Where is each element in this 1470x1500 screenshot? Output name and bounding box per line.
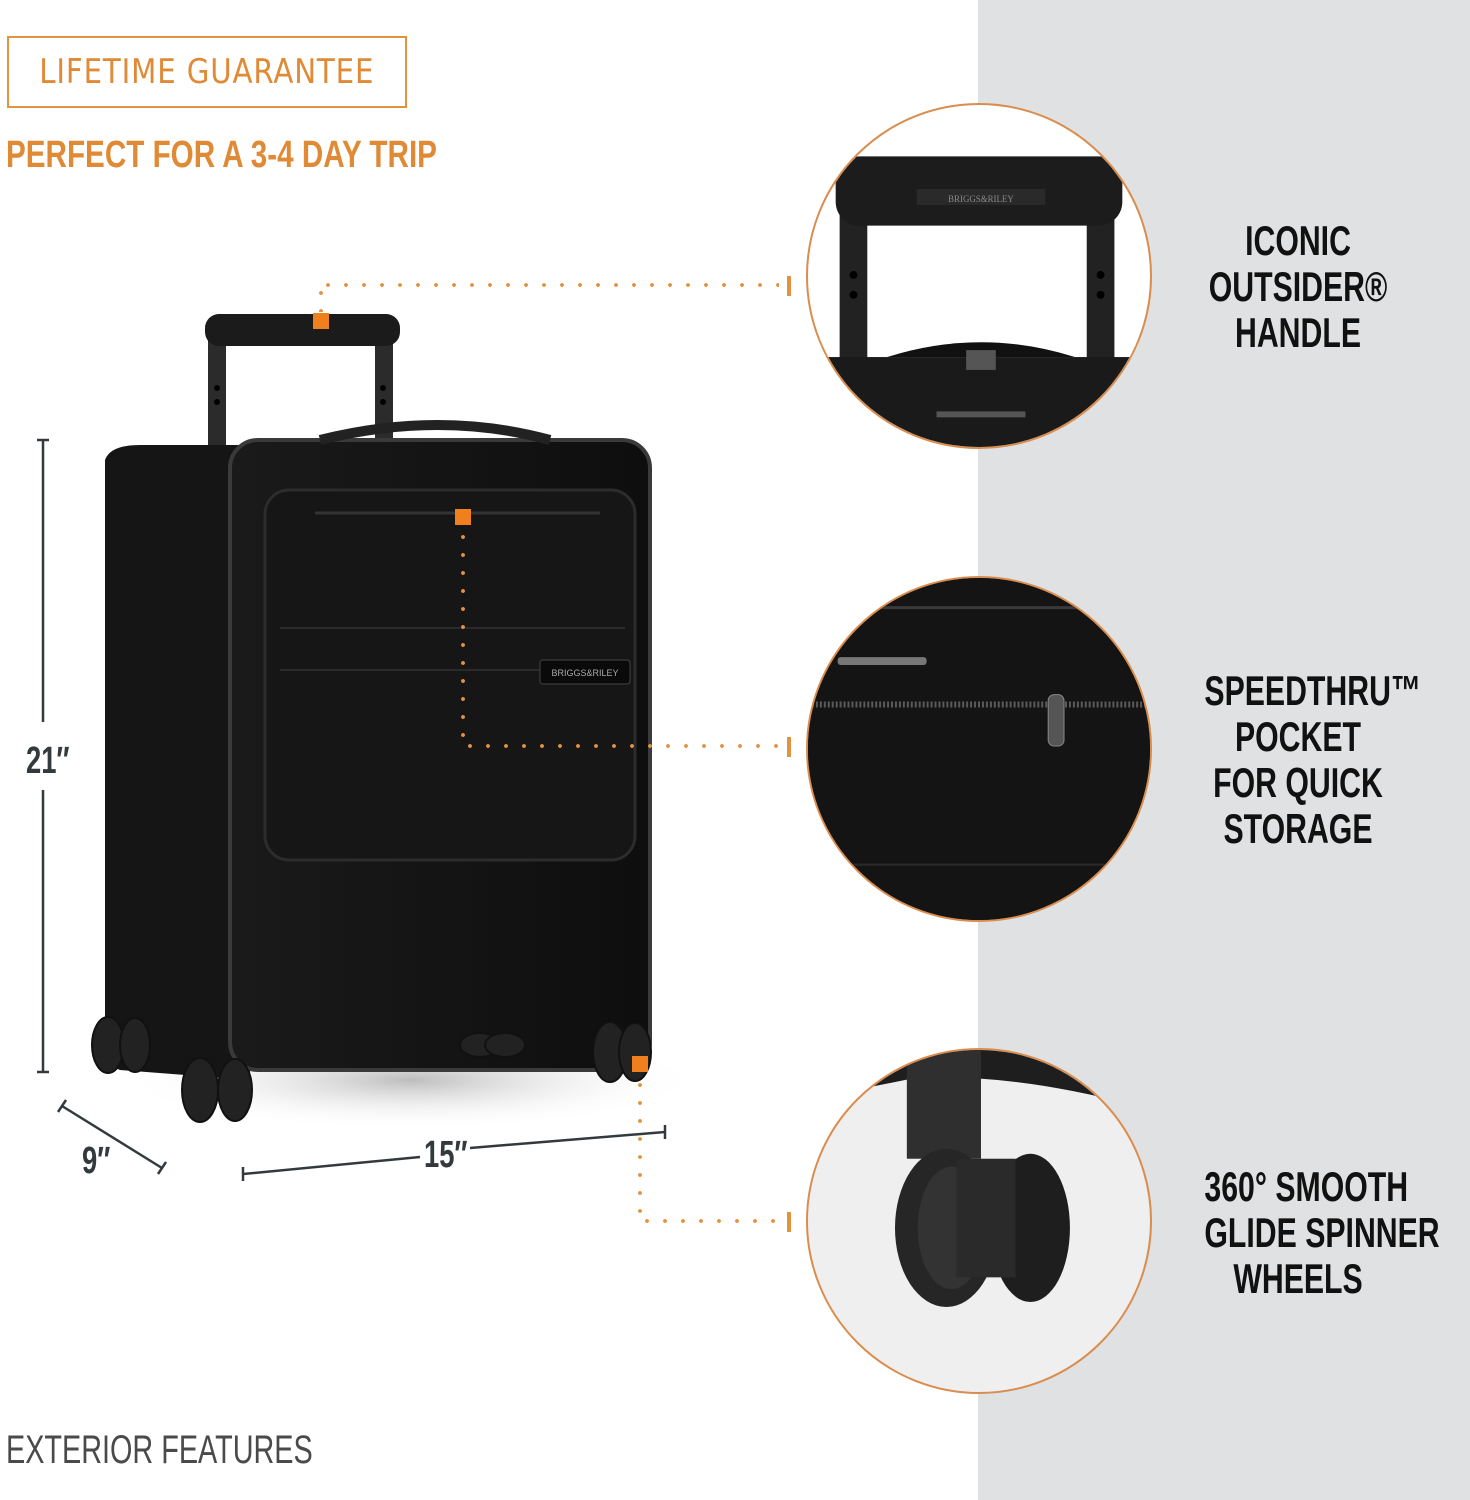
handle-connector-horizontal — [319, 283, 779, 287]
brand-tag: BRIGGS&RILEY — [551, 668, 618, 678]
svg-text:BRIGGS&RILEY: BRIGGS&RILEY — [948, 194, 1014, 204]
spinner-wheel-icon — [808, 1050, 1150, 1307]
lifetime-guarantee-badge: LIFETIME GUARANTEE — [7, 36, 407, 108]
pocket-connector-vertical — [461, 528, 465, 744]
depth-dimension: 9″ — [82, 1140, 111, 1182]
zipper-pocket-icon — [808, 578, 1150, 920]
telescoping-handle-icon: BRIGGS&RILEY — [808, 156, 1150, 447]
handle-connector-vertical — [319, 284, 323, 312]
feature-label-pocket: SPEEDTHRU™ POCKET FOR QUICK STORAGE — [1204, 667, 1422, 852]
handle-detail-circle: BRIGGS&RILEY — [806, 103, 1152, 449]
suitcase-image: BRIGGS&RILEY — [91, 314, 680, 1130]
pocket-connector-horizontal — [461, 744, 781, 748]
wheel-marker — [632, 1056, 648, 1072]
wheel-connector-horizontal — [638, 1219, 781, 1223]
wheel-detail-circle — [806, 1048, 1152, 1394]
feature-label-handle: ICONIC OUTSIDER® HANDLE — [1208, 217, 1388, 356]
wheel-connector-vertical — [638, 1076, 642, 1222]
guarantee-text: LIFETIME GUARANTEE — [39, 52, 375, 92]
pocket-detail-circle — [806, 576, 1152, 922]
wheel-connector-end — [787, 1212, 791, 1232]
handle-marker — [313, 313, 329, 329]
pocket-connector-end — [787, 737, 791, 757]
section-title: EXTERIOR FEATURES — [6, 1428, 313, 1472]
handle-connector-end — [787, 276, 791, 296]
feature-label-wheels: 360° SMOOTH GLIDE SPINNER WHEELS — [1204, 1163, 1440, 1302]
trip-subtitle: PERFECT FOR A 3-4 DAY TRIP — [6, 134, 437, 176]
height-dimension: 21″ — [26, 740, 70, 782]
width-dimension: 15″ — [424, 1134, 468, 1176]
dimension-lines — [37, 438, 667, 1181]
pocket-marker — [455, 509, 471, 525]
